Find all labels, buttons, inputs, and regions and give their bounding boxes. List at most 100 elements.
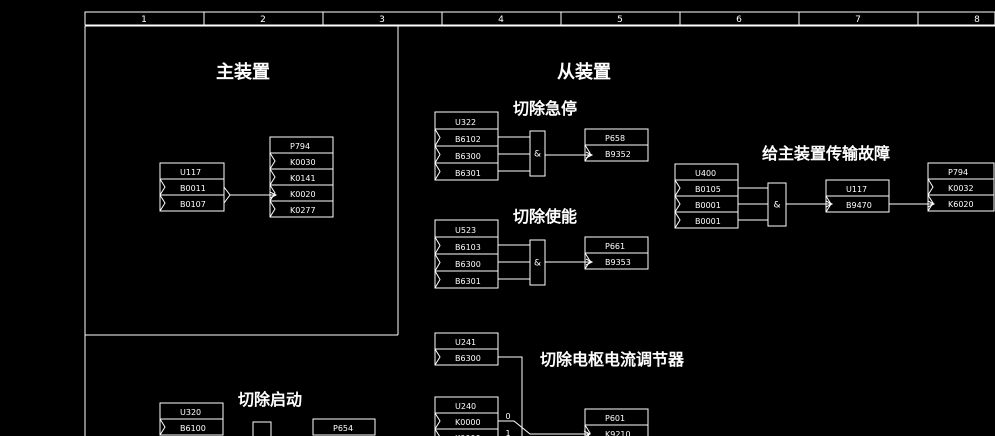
estop-input-connector-chevron [434,162,441,181]
fault-output-cell-text: K6020 [948,200,974,209]
ruler-number: 8 [974,15,980,25]
cut-start-title: 切除启动 [238,390,303,409]
master-input-cell-text: B0011 [180,184,206,193]
ruler-number: 3 [379,15,385,25]
switch-wire [498,420,590,435]
current-input-cell-text: B6300 [455,354,481,363]
master-title: 主装置 [216,62,270,83]
arrow-head [825,200,834,208]
fault-input-cell-text: B0105 [695,185,721,194]
switch-input-cell [434,428,499,436]
estop-and-gate [529,130,546,177]
arrow-head [269,191,278,199]
switch-input-cell-text: K0000 [455,418,481,427]
master-output-connector-chevron [269,200,276,218]
master-output-cell-text: K0277 [290,206,316,215]
master-output-connector-chevron [269,168,276,186]
master-input-cell-text: B0107 [180,200,206,209]
estop-input-cell-text: B6102 [455,135,481,144]
fault-input-header-text: U400 [695,169,716,178]
cut-estop-title: 切除急停 [513,99,578,118]
switch-input-connector-chevron [434,412,441,430]
fault-output-cell [927,194,995,212]
cut-enable-title: 切除使能 [513,207,578,226]
start-output-header-cell [312,418,376,436]
cut-current-reg-title: 切除电枢电流调节器 [540,350,685,369]
fault-to-master-title: 给主装置传输故障 [762,144,891,163]
switch-input-header-text: U240 [455,402,476,411]
master-output-cell-text: K0141 [290,174,316,183]
current-output-connector-chevron [584,424,591,436]
master-output-cell-text: K0030 [290,158,316,167]
ruler-number: 1 [141,15,147,25]
master-merge [223,186,231,204]
start-input-cell-text: B6100 [180,424,206,433]
column-ruler: 1 2 3 4 5 6 7 8 [84,11,995,26]
ruler-number: 4 [498,15,504,25]
fault-input-connector-chevron [674,195,681,213]
arrow-head [583,430,592,436]
current-output-cell [584,424,649,436]
estop-output-cell-text: B9352 [605,150,631,159]
function-blocks: U117B0011B0107P794K0030K0141K0020K0277U3… [159,111,995,436]
estop-output-cell [584,144,649,162]
switch-label: 1 [505,429,510,436]
enable-output-header-text: P661 [605,242,625,251]
ruler-strip [84,11,995,26]
start-input-cell [159,418,224,436]
master-input-connector-chevron [159,194,166,212]
fault-output-connector-chevron [927,178,934,196]
master-output-cell-text: K0020 [290,190,316,199]
enable-output-cell [584,252,649,270]
master-input-connector-chevron [159,178,166,196]
master-output-cell [269,200,334,218]
enable-and-gate-label: & [534,259,541,269]
start-input-header-text: U320 [180,408,201,417]
master-output-connector-chevron [269,152,276,170]
estop-input-connector-chevron [434,145,441,164]
ruler-number: 6 [736,15,742,25]
start-and-gate [252,421,272,436]
ruler-number: 2 [260,15,266,25]
start-input-connector-chevron [159,418,166,436]
master-input-header-text: U117 [180,168,201,177]
current-output-header-text: P601 [605,414,625,423]
switch-label: 0 [505,412,510,421]
fault-input-cell-text: B0001 [695,217,721,226]
slave-title: 从装置 [557,62,611,83]
fault-input-cell-text: B0001 [695,201,721,210]
estop-output-header-text: P658 [605,134,625,143]
drawing-frame [84,25,995,436]
estop-input-header-text: U322 [455,118,476,127]
switch-input-cell-text: K0000 [455,434,481,436]
fault-mid-header-text: U117 [846,185,867,194]
ruler-number: 5 [617,15,623,25]
switch-input-connector-chevron [434,428,440,436]
fault-mid-connector-chevron [825,195,832,213]
enable-output-cell-text: B9353 [605,258,631,267]
fault-output-cell-text: K0032 [948,184,974,193]
enable-input-header-text: U523 [455,226,476,235]
fault-output-connector-chevron [927,194,934,212]
master-output-connector-chevron [269,184,276,202]
current-wire [498,356,523,436]
current-input-connector-chevron [434,348,441,366]
fault-input-connector-chevron [674,211,681,229]
enable-input-connector-chevron [434,270,441,289]
current-input-header-text: U241 [455,338,476,347]
estop-input-connector-chevron [434,128,441,147]
start-output-header-text: P654 [333,424,353,433]
enable-input-connector-chevron [434,253,441,272]
estop-output-connector-chevron [584,144,591,162]
fault-output-header-text: P794 [948,168,968,177]
enable-input-cell-text: B6103 [455,243,481,252]
estop-and-gate-label: & [534,150,541,160]
enable-input-connector-chevron [434,236,441,255]
fault-and-gate-label: & [773,201,780,211]
ruler-number: 7 [855,15,861,25]
estop-input-cell-text: B6301 [455,169,481,178]
enable-output-connector-chevron [584,252,591,270]
current-output-cell-text: K9210 [605,430,631,436]
estop-input-cell-text: B6300 [455,152,481,161]
